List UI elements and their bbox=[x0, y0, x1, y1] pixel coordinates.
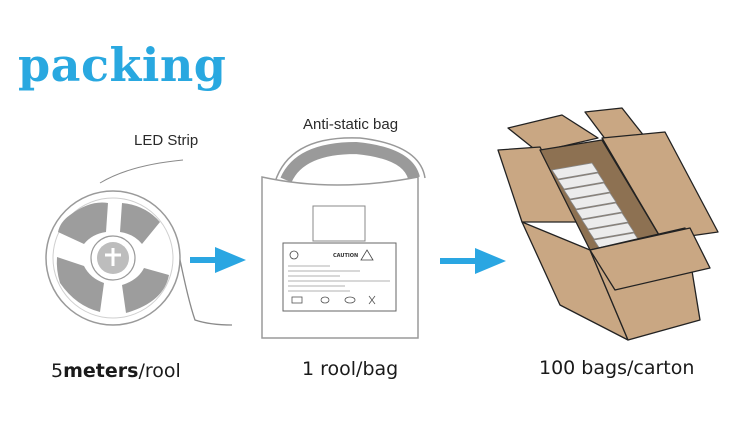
caption-reel-prefix: 5 bbox=[51, 360, 64, 382]
caption-reel-suffix: /rool bbox=[138, 360, 181, 382]
arrow-right-icon bbox=[440, 248, 506, 274]
antistatic-bag-icon: CAUTION bbox=[261, 137, 426, 339]
caption-reel-bold: meters bbox=[63, 360, 139, 382]
page-title: packing bbox=[18, 38, 227, 92]
led-strip-label: LED Strip bbox=[134, 132, 199, 149]
caption-bag: 1 rool/bag bbox=[302, 358, 399, 380]
led-reel-icon bbox=[45, 159, 233, 326]
caption-reel: 5meters/rool bbox=[51, 360, 181, 382]
arrow-right-icon bbox=[190, 247, 246, 273]
antistatic-bag-label: Anti-static bag bbox=[303, 116, 399, 133]
carton-box-icon bbox=[497, 107, 719, 341]
caution-heading: CAUTION bbox=[333, 253, 358, 259]
caption-carton: 100 bags/carton bbox=[539, 357, 695, 379]
